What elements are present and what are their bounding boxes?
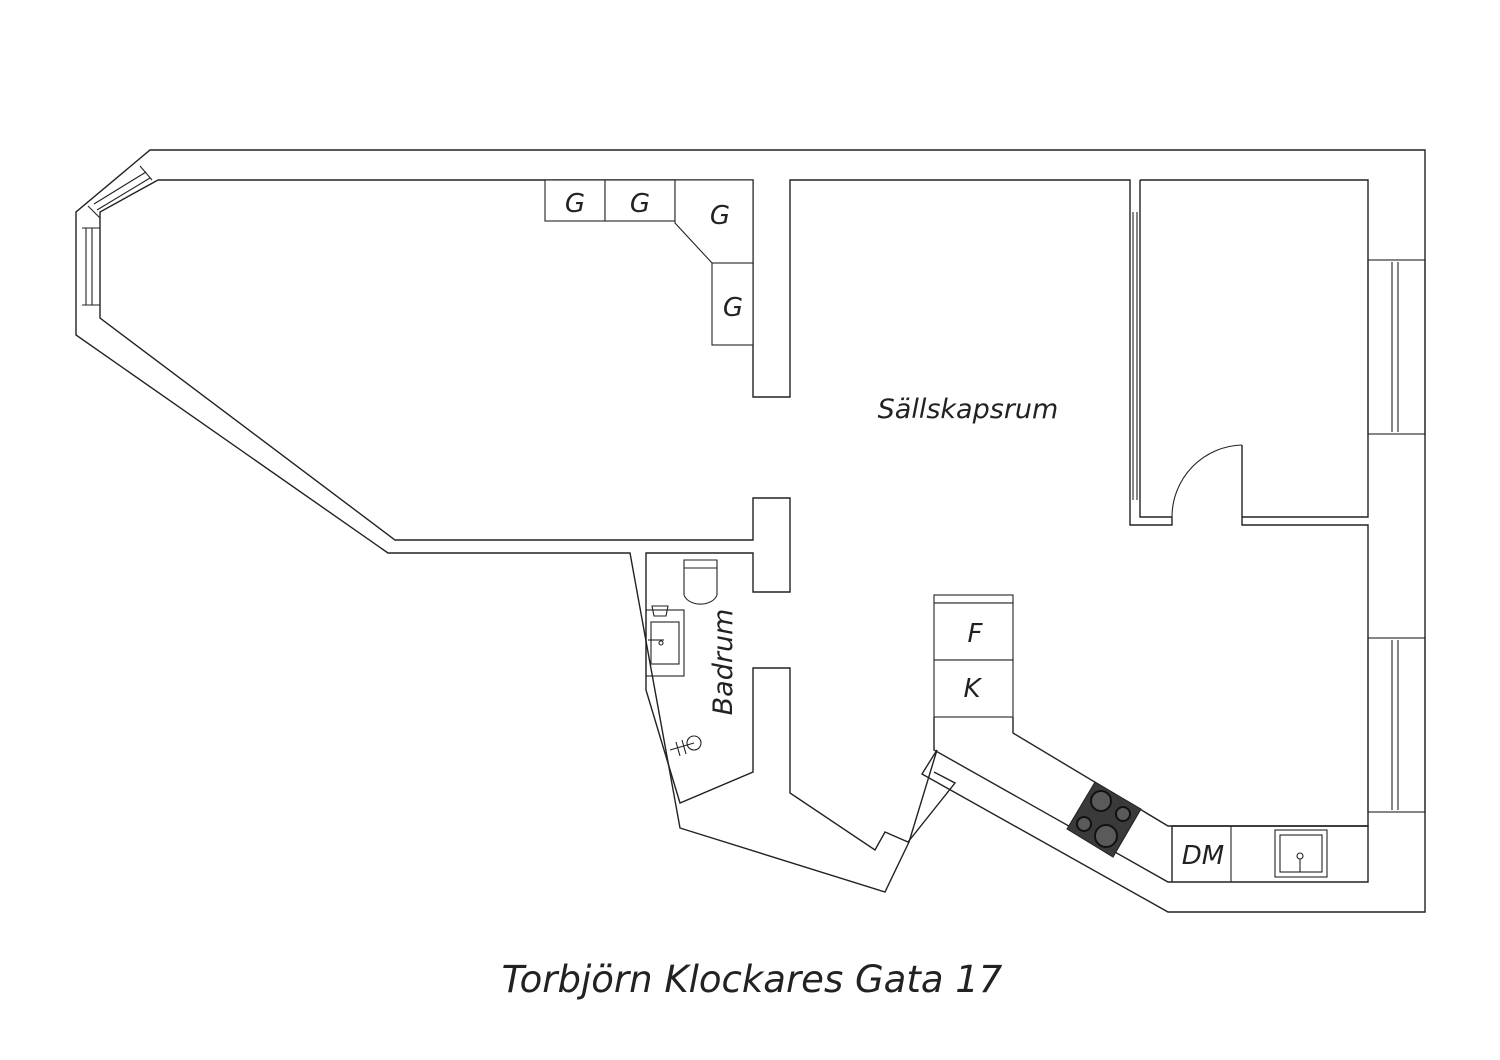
wardrobe-label: G <box>710 201 730 231</box>
fridge-label: K <box>963 674 982 704</box>
sink-icon <box>645 605 685 677</box>
wardrobe-label: G <box>630 189 650 219</box>
toilet-icon <box>683 559 718 605</box>
window-icon <box>87 165 153 219</box>
wardrobe-label: G <box>565 189 585 219</box>
wardrobe-label: G <box>723 293 743 323</box>
kitchen-sink-icon <box>1274 829 1328 878</box>
plan-title: Torbjörn Klockares Gata 17 <box>502 958 1003 1001</box>
window-icon <box>1367 637 1426 813</box>
bedroom-wall <box>1139 179 1369 518</box>
shower-icon <box>669 735 702 757</box>
inner-wall-left-room-lower <box>99 179 957 852</box>
outer-wall <box>75 149 1426 913</box>
room-label-bath: Badrum <box>708 609 739 716</box>
wardrobe-group <box>544 179 754 346</box>
stove-icon <box>1066 781 1142 858</box>
dishwasher-label: DM <box>1182 841 1224 871</box>
kitchen-counter <box>933 717 1369 883</box>
window-icon <box>82 227 100 306</box>
freezer-label: F <box>968 619 984 649</box>
fridge-freezer <box>933 594 1014 718</box>
window-icon <box>1132 212 1138 500</box>
inner-wall-left-room <box>158 179 1369 882</box>
room-label-living: Sällskapsrum <box>878 394 1059 425</box>
window-icon <box>1367 259 1426 435</box>
door-swing-icon <box>1171 444 1243 518</box>
